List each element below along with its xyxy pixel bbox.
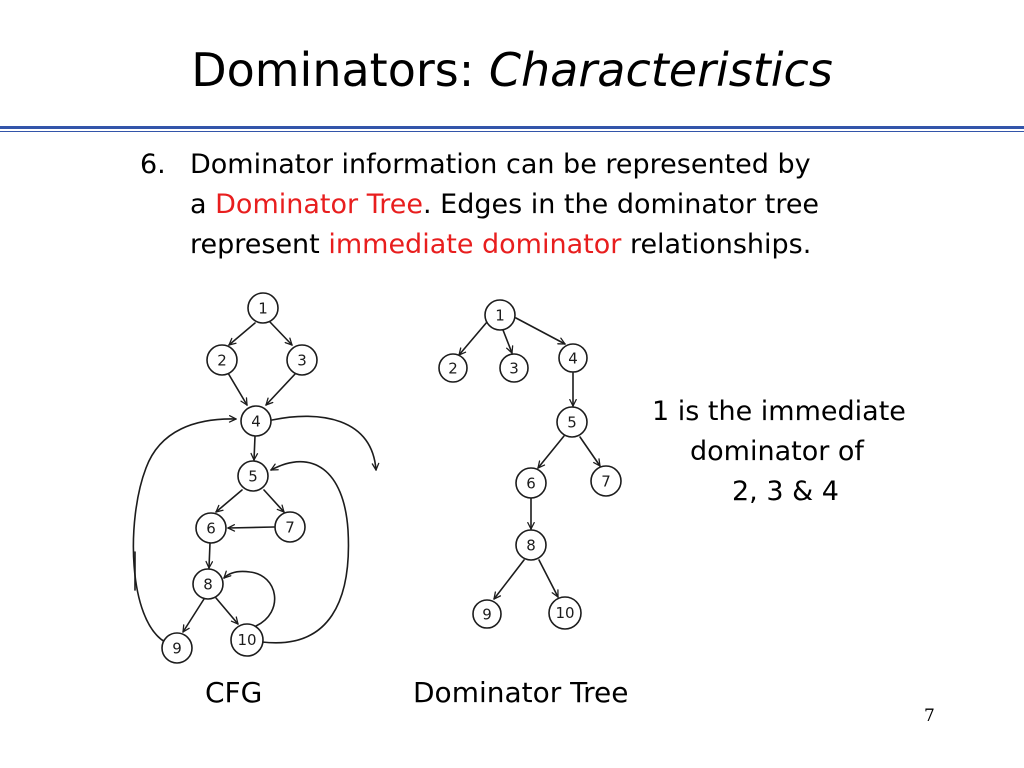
title-rule-thin	[0, 131, 1024, 132]
cfg-node-label: 2	[217, 352, 227, 370]
tree-node: 2	[438, 353, 468, 383]
tree-edges	[458, 317, 601, 600]
tree-node: 10	[548, 596, 582, 630]
cfg-edge-10-5	[261, 460, 350, 644]
tree-edge-8-10	[538, 559, 559, 598]
cfg-node: 4	[240, 405, 272, 437]
page-number: 7	[924, 706, 935, 726]
tree-node: 7	[590, 465, 622, 497]
bullet-line-1-text: Dominator information can be represented…	[190, 149, 811, 180]
tree-edge-1-4	[515, 317, 566, 345]
note-line-3: 2, 3 & 4	[732, 476, 839, 507]
tree-node-label: 9	[482, 606, 492, 624]
cfg-node-label: 10	[237, 631, 256, 649]
cfg-edge-4-5	[250, 435, 259, 461]
cfg-node-label: 7	[285, 519, 295, 537]
bullet-line-3: represent immediate dominator relationsh…	[190, 225, 980, 265]
cfg-edge-6-8	[205, 542, 214, 569]
bullet-line-2: a Dominator Tree. Edges in the dominator…	[190, 185, 980, 225]
tree-node: 3	[499, 353, 529, 383]
tree-node: 9	[472, 599, 502, 629]
bullet-line-3-pre: represent	[190, 229, 329, 260]
cfg-node-label: 4	[251, 413, 261, 431]
cfg-node: 10	[230, 623, 264, 657]
cfg-node: 7	[274, 511, 306, 543]
tree-node-label: 10	[555, 604, 574, 622]
tree-node: 5	[556, 406, 588, 438]
cfg-edge-10-8	[223, 570, 276, 627]
tree-node-label: 5	[567, 414, 577, 432]
cfg-node: 5	[237, 460, 269, 492]
tree-edge-5-7	[579, 436, 601, 467]
immediate-dominator-note: 1 is the immediate dominator of 2, 3 & 4	[640, 392, 960, 512]
tree-node-label: 7	[601, 473, 611, 491]
cfg-edge-1-3	[269, 321, 293, 346]
tree-node: 1	[484, 299, 516, 331]
slide-title: Dominators: Characteristics	[0, 40, 1024, 100]
title-italic: Characteristics	[488, 43, 833, 97]
cfg-edge-7-6	[227, 524, 275, 532]
cfg-edge-8-9	[182, 598, 205, 633]
tree-edge-5-6	[537, 435, 565, 469]
cfg-edge-4-exit	[271, 415, 380, 471]
cfg-edge-5-7	[263, 489, 285, 513]
cfg-node-label: 1	[258, 300, 268, 318]
tree-node-label: 6	[526, 475, 536, 493]
title-rule-thick	[0, 126, 1024, 129]
cfg-node-label: 8	[203, 576, 213, 594]
bullet-line-2-pre: a	[190, 189, 216, 220]
dominator-tree-caption: Dominator Tree	[413, 676, 629, 709]
tree-node: 6	[515, 467, 547, 499]
cfg-node-label: 3	[297, 352, 307, 370]
cfg-node-label: 5	[248, 468, 258, 486]
cfg-caption: CFG	[205, 676, 263, 709]
title-main: Dominators:	[191, 43, 489, 97]
cfg-edge-9-4	[132, 415, 237, 643]
bullet-line-3-post: relationships.	[621, 229, 812, 260]
bullet-text: Dominator information can be represented…	[190, 145, 980, 265]
tree-node-label: 8	[526, 537, 536, 555]
bullet-line-1: Dominator information can be represented…	[190, 145, 980, 185]
dominator-tree-term: Dominator Tree	[215, 189, 423, 220]
tree-nodes: 1 2 3 4 5 6 7 8 9 10	[438, 299, 622, 630]
cfg-edge-3-4	[265, 372, 297, 406]
note-line-1: 1 is the immediate	[652, 396, 906, 427]
tree-edge-1-3	[502, 329, 514, 354]
cfg-edges	[132, 321, 380, 644]
tree-node: 8	[515, 529, 547, 561]
bullet-line-2-post: . Edges in the dominator tree	[422, 189, 820, 220]
tree-node-label: 2	[448, 360, 458, 378]
immediate-dominator-term: immediate dominator	[328, 229, 622, 260]
cfg-edge-1-2	[228, 322, 256, 346]
tree-edge-1-2	[458, 321, 488, 356]
cfg-node: 1	[247, 292, 279, 324]
cfg-node: 3	[286, 344, 318, 376]
cfg-edge-2-4	[227, 372, 248, 406]
cfg-node: 9	[161, 632, 193, 664]
cfg-node: 6	[195, 512, 227, 544]
cfg-node-label: 9	[172, 640, 182, 658]
cfg-node-label: 6	[206, 520, 216, 538]
cfg-node: 2	[206, 344, 238, 376]
note-line-2: dominator of	[690, 436, 864, 467]
bullet-number: 6.	[140, 149, 166, 180]
tree-edge-8-9	[493, 559, 525, 600]
cfg-edge-8-10	[215, 597, 239, 625]
tree-node-label: 1	[495, 307, 505, 325]
cfg-edge-5-6	[215, 489, 243, 513]
tree-node-label: 3	[509, 360, 519, 378]
cfg-nodes: 1 2 3 4 5 6 7 8 9 10	[161, 292, 318, 664]
tree-node-label: 4	[568, 350, 578, 368]
cfg-node: 8	[192, 568, 224, 600]
tree-node: 4	[558, 343, 588, 373]
